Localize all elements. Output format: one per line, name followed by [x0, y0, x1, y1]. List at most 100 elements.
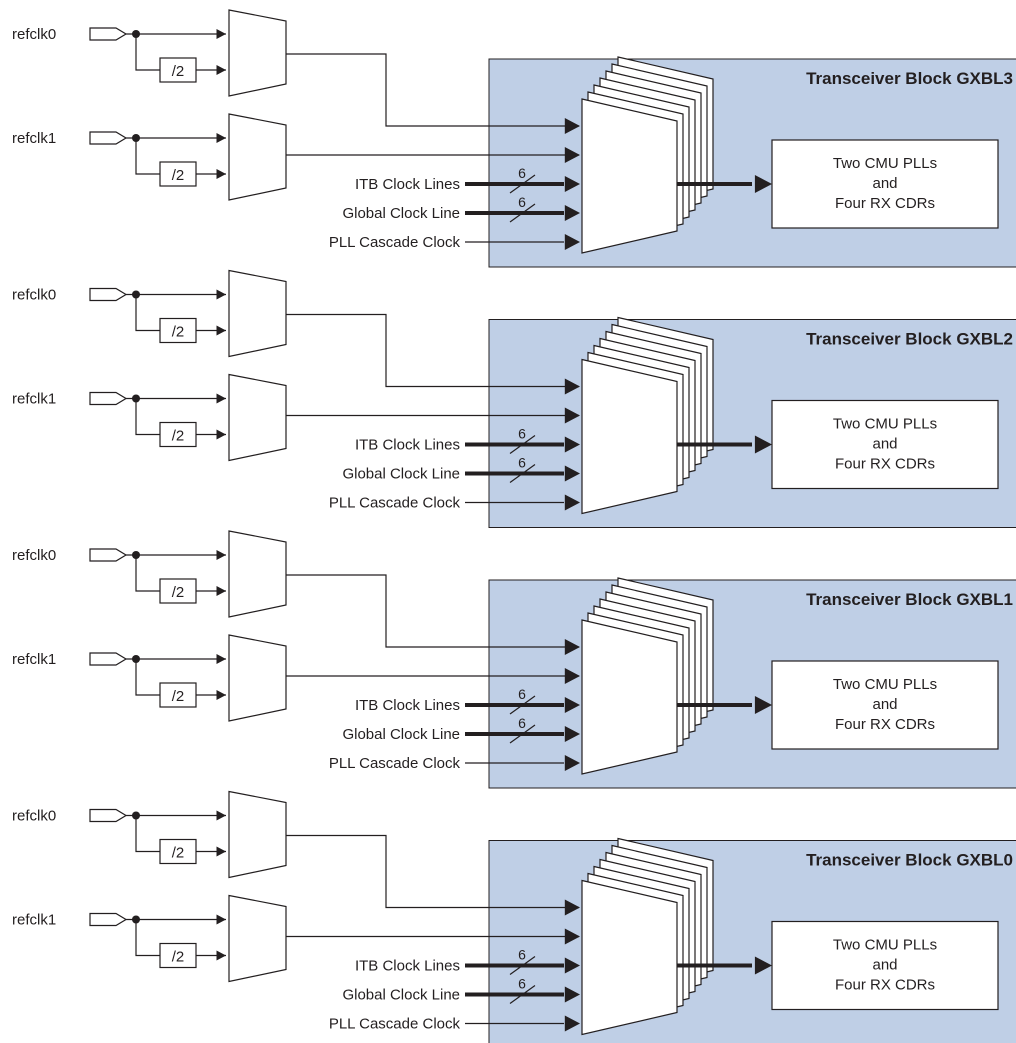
refclk0-label: refclk0 [12, 547, 56, 564]
mux-output-arrow [754, 696, 772, 714]
refclk1-mux [228, 634, 287, 722]
pll-cascade-clock-arrow [564, 494, 580, 511]
itb-clock-lines-label: ITB Clock Lines [355, 958, 460, 975]
refclk0-divider-arrow [216, 65, 226, 75]
cmu-pll-box [771, 139, 999, 229]
refclk1-arrow [216, 654, 226, 664]
refclk0-divider-wire [135, 555, 160, 592]
refclk1-divider-label: /2 [172, 167, 185, 184]
clock-mux-front [581, 619, 678, 775]
global-clock-line-label: Global Clock Line [342, 987, 460, 1004]
cmu-pll-box-line-2: Four RX CDRs [835, 195, 935, 212]
refclk1-arrow [216, 914, 226, 925]
refclk1-divider-wire [135, 138, 160, 175]
cmu-pll-box-line-2: Four RX CDRs [835, 456, 935, 473]
refclk0-divider-label: /2 [172, 584, 185, 601]
itb-clock-lines-bus-width: 6 [518, 947, 526, 963]
refclk0-label: refclk0 [12, 287, 56, 304]
mux0-output-arrow [564, 118, 580, 134]
global-clock-line-arrow [564, 205, 580, 221]
clock-mux-front [581, 879, 678, 1036]
global-clock-line-bus-slash [509, 464, 536, 483]
mux-output-arrow [754, 175, 772, 193]
global-clock-line-bus-slash [509, 203, 536, 223]
pll-cascade-clock-arrow [564, 234, 580, 250]
refclk0-divider-wire [135, 294, 160, 332]
itb-clock-lines-bus-width: 6 [518, 686, 526, 702]
transceiver-group-0: Transceiver Block GXBL3refclk0/2refclk1/… [12, 9, 1016, 268]
pll-cascade-clock-label: PLL Cascade Clock [329, 1016, 461, 1033]
itb-clock-lines-bus-width: 6 [518, 426, 526, 442]
refclk1-divider-wire [135, 659, 160, 696]
refclk1-divider-label: /2 [172, 949, 185, 966]
refclk0-divider-arrow [216, 325, 226, 336]
itb-clock-lines-bus-slash [509, 174, 536, 194]
pll-cascade-clock-label: PLL Cascade Clock [329, 234, 461, 251]
refclk0-mux [228, 790, 287, 879]
global-clock-line-label: Global Clock Line [342, 726, 460, 743]
pll-cascade-clock-label: PLL Cascade Clock [329, 495, 461, 512]
global-clock-line-bus-width: 6 [518, 715, 526, 731]
refclk0-mux [228, 530, 287, 618]
transceiver-group-3: Transceiver Block GXBL0refclk0/2refclk1/… [12, 790, 1016, 1043]
mux1-output-arrow [564, 147, 580, 163]
mux1-output-arrow [564, 407, 580, 424]
refclk0-divider-box [159, 317, 197, 344]
mux-output-arrow [754, 435, 772, 454]
refclk1-divider-arrow [216, 169, 226, 179]
refclk0-divider-label: /2 [172, 63, 185, 80]
refclk1-mux [228, 894, 287, 983]
refclk0-divider-wire [135, 34, 160, 71]
itb-clock-lines-bus-slash [509, 956, 536, 975]
itb-clock-lines-arrow [564, 957, 580, 974]
refclk1-divider-box [159, 942, 197, 969]
cmu-pll-box-line-2: Four RX CDRs [835, 977, 935, 994]
global-clock-line-bus-width: 6 [518, 455, 526, 471]
cmu-pll-box [771, 399, 999, 490]
refclk1-divider-label: /2 [172, 688, 185, 705]
cmu-pll-box [771, 660, 999, 750]
refclk0-mux [228, 9, 287, 97]
global-clock-line-arrow [564, 465, 580, 482]
refclk1-label: refclk1 [12, 391, 56, 408]
cmu-pll-box-line-0: Two CMU PLLs [833, 416, 937, 433]
block-title: Transceiver Block GXBL1 [806, 590, 1013, 609]
mux0-output-arrow [564, 899, 580, 916]
refclk0-divider-box [159, 578, 197, 604]
refclk0-label: refclk0 [12, 26, 56, 43]
refclk1-label: refclk1 [12, 651, 56, 668]
refclk1-pin-icon [89, 912, 128, 927]
mux0-output-arrow [564, 639, 580, 655]
cmu-pll-box-line-1: and [872, 436, 897, 453]
refclk1-label: refclk1 [12, 130, 56, 147]
clock-mux-front [581, 98, 678, 254]
block-title: Transceiver Block GXBL0 [806, 851, 1013, 870]
global-clock-line-arrow [564, 986, 580, 1003]
mux0-output-arrow [564, 378, 580, 395]
itb-clock-lines-arrow [564, 176, 580, 192]
refclk0-arrow [216, 289, 226, 300]
refclk0-divider-arrow [216, 846, 226, 857]
cmu-pll-box-line-0: Two CMU PLLs [833, 676, 937, 693]
refclk1-pin-icon [89, 652, 128, 666]
refclk1-mux [228, 113, 287, 201]
cmu-pll-box [771, 920, 999, 1011]
itb-clock-lines-arrow [564, 697, 580, 713]
refclk0-pin-icon [89, 287, 128, 302]
refclk0-divider-label: /2 [172, 845, 185, 862]
pll-cascade-clock-label: PLL Cascade Clock [329, 755, 461, 772]
clock-mux-front [581, 358, 678, 515]
refclk1-divider-wire [135, 398, 160, 436]
global-clock-line-bus-slash [509, 724, 536, 744]
cmu-pll-box-line-1: and [872, 957, 897, 974]
itb-clock-lines-label: ITB Clock Lines [355, 437, 460, 454]
refclk0-pin-icon [89, 548, 128, 562]
cmu-pll-box-line-2: Four RX CDRs [835, 716, 935, 733]
pll-cascade-clock-arrow [564, 1015, 580, 1032]
mux1-output-arrow [564, 668, 580, 684]
cmu-pll-box-line-0: Two CMU PLLs [833, 937, 937, 954]
refclk0-arrow [216, 810, 226, 821]
itb-clock-lines-label: ITB Clock Lines [355, 176, 460, 193]
itb-clock-lines-bus-slash [509, 695, 536, 715]
refclk0-mux [228, 269, 287, 358]
